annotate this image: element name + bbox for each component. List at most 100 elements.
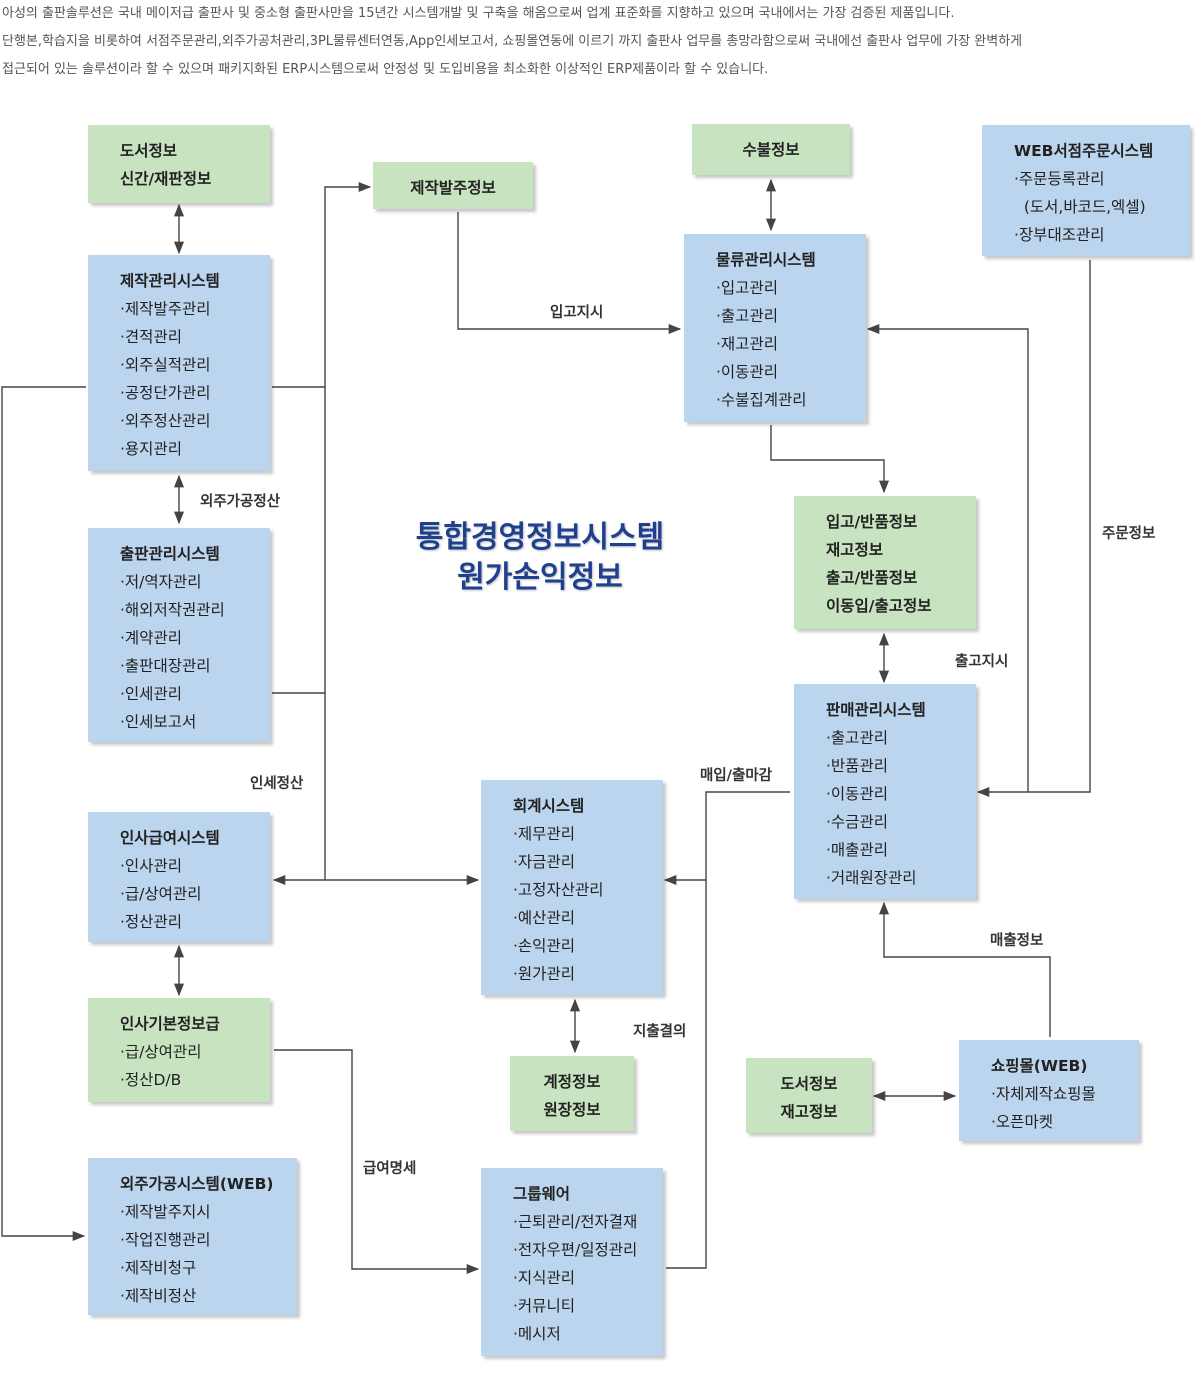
logistics-title: 물류관리시스템 xyxy=(716,251,816,269)
web-order-title: WEB서점주문시스템 xyxy=(1014,142,1154,160)
publishing-item: ·출판대장관리 xyxy=(120,657,211,675)
logistics-item: ·수불집계관리 xyxy=(716,391,807,409)
label-salary-detail: 급여명세 xyxy=(363,1161,417,1177)
shop-title: 쇼핑몰(WEB) xyxy=(991,1057,1088,1075)
publishing-title: 출판관리시스템 xyxy=(120,545,220,563)
stock-info-title: 수불정보 xyxy=(742,141,800,159)
link-bus-prodorder xyxy=(324,181,372,880)
hr-basic-item: ·정산D/B xyxy=(120,1071,182,1089)
shop-item: ·오픈마켓 xyxy=(991,1113,1053,1131)
production-item: ·공정단가관리 xyxy=(120,384,211,402)
production-item: ·견적관리 xyxy=(120,328,182,346)
sales-system-box: 판매관리시스템 ·출고관리 ·반품관리 ·이동관리 ·수금관리 ·매출관리 ·거… xyxy=(794,684,976,899)
inout-info-item: 이동입/출고정보 xyxy=(826,597,932,615)
sales-title: 판매관리시스템 xyxy=(826,701,926,719)
link-sales-accounting xyxy=(663,791,790,886)
production-item: ·외주실적관리 xyxy=(120,356,211,374)
intro-line-2: 단행본,학습지을 비롯하여 서점주문관리,외주가공처관리,3PL물류센터연동,A… xyxy=(2,34,1023,49)
web-order-system-box: WEB서점주문시스템 ·주문등록관리 (도서,바코드,엑셀) ·장부대조관리 xyxy=(982,125,1190,256)
account-info-box: 계정정보 원장정보 xyxy=(510,1056,634,1131)
production-system-box: 제작관리시스템 ·제작발주관리 ·견적관리 ·외주실적관리 ·공정단가관리 ·외… xyxy=(88,255,270,471)
account-info-item: 원장정보 xyxy=(543,1101,601,1119)
stock-info-box: 수불정보 xyxy=(692,124,850,175)
link-sales-logistics xyxy=(866,323,1029,792)
inout-info-item: 출고/반품정보 xyxy=(826,569,918,587)
inout-info-title: 입고/반품정보 xyxy=(826,513,918,531)
book-stock-title: 도서정보 xyxy=(780,1075,838,1093)
label-ship-order: 출고지시 xyxy=(955,654,1009,670)
production-title: 제작관리시스템 xyxy=(120,272,220,290)
accounting-system-box: 회계시스템 ·제무관리 ·자금관리 ·고정자산관리 ·예산관리 ·손익관리 ·원… xyxy=(481,780,663,995)
book-info-title: 도서정보 xyxy=(120,142,178,160)
hr-basic-box: 인사기본정보급 ·급/상여관리 ·정산D/B xyxy=(88,998,270,1102)
label-expense-settle: 지출결의 xyxy=(633,1024,687,1040)
center-title-line-2: 원가손익정보 xyxy=(457,560,623,595)
logistics-item: ·출고관리 xyxy=(716,307,778,325)
web-order-item: ·주문등록관리 xyxy=(1014,170,1105,188)
book-info-box: 도서정보 신간/재판정보 xyxy=(88,125,270,203)
logistics-item: ·이동관리 xyxy=(716,363,778,381)
accounting-item: ·예산관리 xyxy=(513,909,575,927)
shop-item: ·자체제작쇼핑몰 xyxy=(991,1085,1096,1103)
publishing-system-box: 출판관리시스템 ·저/역자관리 ·해외저작권관리 ·계약관리 ·출판대장관리 ·… xyxy=(88,528,270,742)
accounting-item: ·제무관리 xyxy=(513,825,575,843)
sales-item: ·매출관리 xyxy=(826,841,888,859)
account-info-title: 계정정보 xyxy=(543,1073,601,1091)
production-item: ·제작발주관리 xyxy=(120,300,211,318)
link-logistics-inout xyxy=(770,425,890,494)
accounting-item: ·손익관리 xyxy=(513,937,575,955)
label-purchase-close: 매입/출마감 xyxy=(700,768,772,784)
production-order-title: 제작발주정보 xyxy=(410,179,496,197)
inout-info-item: 재고정보 xyxy=(826,541,884,559)
intro-line-3: 접근되어 있는 솔루션이라 할 수 있으며 패키지화된 ERP시스템으로써 안정… xyxy=(2,62,769,77)
outsourcing-item: ·제작비정산 xyxy=(120,1287,197,1305)
label-sales-info: 매출정보 xyxy=(990,933,1044,949)
link-shop-sales xyxy=(878,901,1051,1037)
link-production-outsourcing xyxy=(1,386,86,1242)
label-order-info: 주문정보 xyxy=(1102,526,1156,542)
groupware-item: ·근퇴관리/전자결재 xyxy=(513,1213,638,1231)
groupware-item: ·커뮤니티 xyxy=(513,1297,575,1315)
shopping-mall-box: 쇼핑몰(WEB) ·자체제작쇼핑몰 ·오픈마켓 xyxy=(959,1040,1139,1141)
publishing-item: ·해외저작권관리 xyxy=(120,601,225,619)
publishing-item: ·계약관리 xyxy=(120,629,182,647)
web-order-item: ·장부대조관리 xyxy=(1014,226,1105,244)
outsourcing-system-box: 외주가공시스템(WEB) ·제작발주지시 ·작업진행관리 ·제작비청구 ·제작비… xyxy=(88,1158,297,1315)
groupware-item: ·전자우편/일정관리 xyxy=(513,1241,638,1259)
production-item: ·외주정산관리 xyxy=(120,412,211,430)
accounting-item: ·고정자산관리 xyxy=(513,881,604,899)
intro-text: 아성의 출판솔루션은 국내 메이저급 출판사 및 중소형 출판사만을 15년간 … xyxy=(2,0,1198,84)
publishing-item: ·인세보고서 xyxy=(120,713,197,731)
inout-info-box: 입고/반품정보 재고정보 출고/반품정보 이동입/출고정보 xyxy=(794,496,976,629)
outsourcing-title: 외주가공시스템(WEB) xyxy=(120,1175,274,1193)
publishing-item: ·저/역자관리 xyxy=(120,573,202,591)
outsourcing-item: ·제작발주지시 xyxy=(120,1203,211,1221)
hr-item: ·인사관리 xyxy=(120,857,182,875)
outsourcing-item: ·제작비청구 xyxy=(120,1259,197,1277)
hr-system-box: 인사급여시스템 ·인사관리 ·급/상여관리 ·정산관리 xyxy=(88,812,270,942)
hr-basic-item: ·급/상여관리 xyxy=(120,1043,202,1061)
sales-item: ·이동관리 xyxy=(826,785,888,803)
web-order-item: (도서,바코드,엑셀) xyxy=(1014,198,1146,216)
book-stock-item: 재고정보 xyxy=(780,1103,838,1121)
hr-basic-title: 인사기본정보급 xyxy=(120,1015,220,1033)
accounting-item: ·원가관리 xyxy=(513,965,575,983)
center-title-line-1: 통합경영정보시스템 xyxy=(415,520,665,555)
logistics-system-box: 물류관리시스템 ·입고관리 ·출고관리 ·재고관리 ·이동관리 ·수불집계관리 xyxy=(684,234,866,422)
label-royalty-settle: 인세정산 xyxy=(250,776,304,792)
accounting-item: ·자금관리 xyxy=(513,853,575,871)
link-weborder-sales xyxy=(976,260,1091,798)
center-title: 통합경영정보시스템 원가손익정보 xyxy=(370,518,710,598)
groupware-title: 그룹웨어 xyxy=(513,1185,571,1203)
label-receive-order: 입고지시 xyxy=(550,305,604,321)
publishing-item: ·인세관리 xyxy=(120,685,182,703)
hr-title: 인사급여시스템 xyxy=(120,829,220,847)
hr-item: ·급/상여관리 xyxy=(120,885,202,903)
outsourcing-item: ·작업진행관리 xyxy=(120,1231,211,1249)
accounting-title: 회계시스템 xyxy=(513,797,585,815)
link-prodorder-logistics xyxy=(457,212,682,335)
groupware-item: ·메시저 xyxy=(513,1325,561,1343)
sales-item: ·거래원장관리 xyxy=(826,869,917,887)
groupware-item: ·지식관리 xyxy=(513,1269,575,1287)
